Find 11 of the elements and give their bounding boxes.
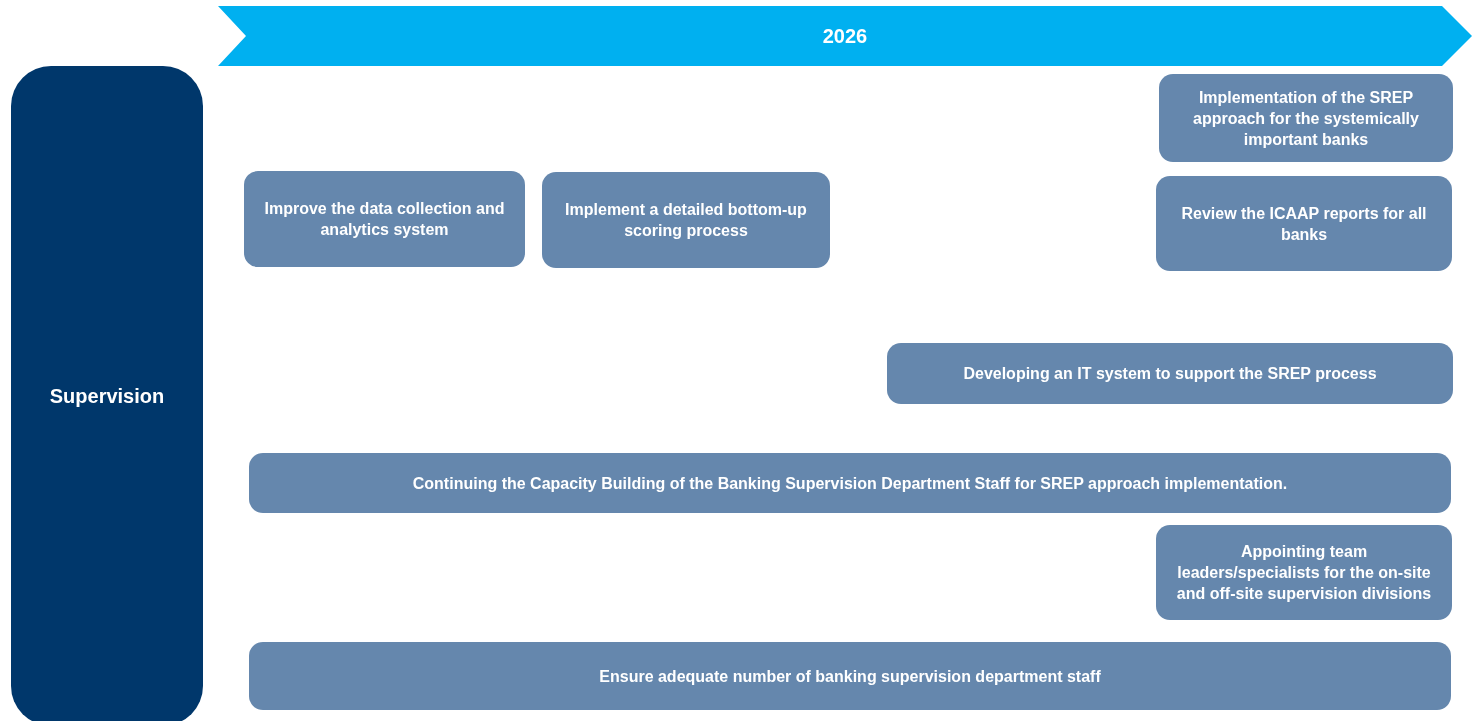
task-box: Developing an IT system to support the SREP process: [887, 343, 1453, 404]
task-box: Implement a detailed bottom-up scoring process: [542, 172, 830, 268]
task-bar: Continuing the Capacity Building of the Banking Supervision Department Staff for SREP approach implementation.: [249, 453, 1451, 513]
lane-header: Supervision: [11, 66, 203, 721]
task-box: Appointing team leaders/specialists for the on-site and off-site supervision divisions: [1156, 525, 1452, 620]
year-label: 2026: [822, 24, 868, 48]
task-bar: Ensure adequate number of banking supervision department staff: [249, 642, 1451, 710]
task-box: Implementation of the SREP approach for the systemically important banks: [1159, 74, 1453, 162]
task-box: Review the ICAAP reports for all banks: [1156, 176, 1452, 271]
timeline-chevron: [218, 6, 1472, 66]
task-box: Improve the data collection and analytics system: [244, 171, 525, 267]
